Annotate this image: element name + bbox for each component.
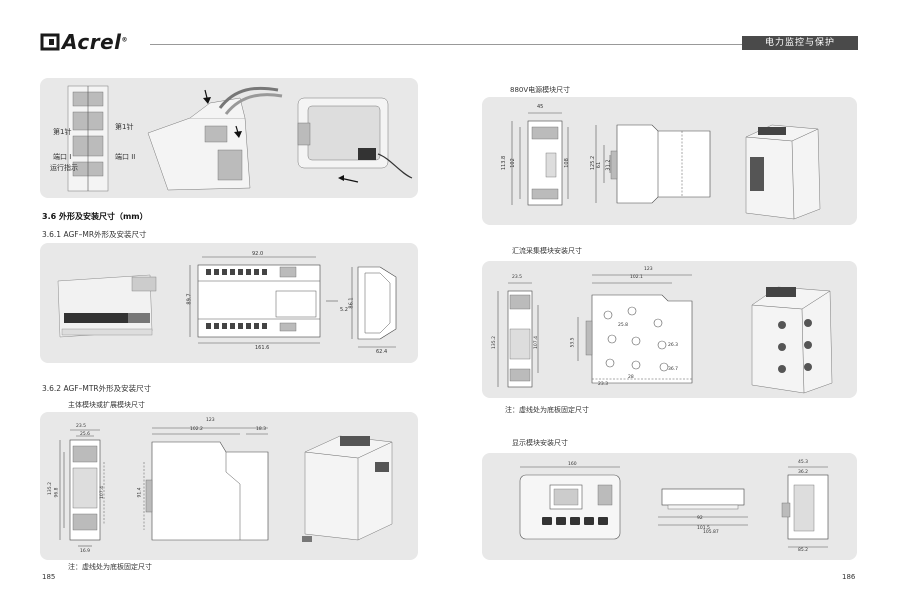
acq-dim-e: 36.7	[668, 367, 679, 372]
acq-dim-f: 26.3	[668, 343, 679, 348]
mtr-dim-right: 18.3	[256, 427, 267, 432]
page-number-right: 186	[842, 573, 856, 581]
mtr-dim-a: 23.5	[76, 424, 87, 429]
page-number-left: 185	[42, 573, 56, 581]
label-pin1-left: 第1针	[53, 128, 72, 136]
psu-dim-h3: 108	[563, 158, 570, 168]
acq-dim-bottom: 23.3	[598, 382, 609, 387]
acq-dim-a: 23.5	[512, 275, 523, 280]
display-dimensions-drawing	[519, 466, 829, 548]
acq-dim-v1: 53.5	[570, 337, 576, 348]
mr-dim-height: 89.7	[186, 293, 193, 305]
mr-dim-width: 161.6	[255, 345, 270, 351]
disp-dim-h1: 45.3	[798, 460, 809, 465]
psu-module-title: 880V电源模块尺寸	[510, 86, 571, 94]
disp-dim-h2: 36.2	[798, 470, 809, 475]
mr-dim-depth-w: 62.4	[376, 349, 388, 355]
acq-module-title: 汇流采集模块安装尺寸	[512, 247, 582, 255]
disp-dim-d3: 105.87	[703, 530, 719, 535]
disp-dim-w: 160	[568, 462, 577, 467]
brand-name: Acrel®	[62, 30, 129, 54]
psu-dim-top: 45	[537, 104, 544, 110]
mtr-dim-b: 25.6	[80, 432, 91, 437]
disp-dim-d1: 92	[697, 516, 703, 521]
psu-dimensions-drawing	[511, 112, 821, 220]
mtr-dim-h1: 135.2	[47, 482, 53, 495]
psu-dim-h5: 61	[596, 161, 603, 169]
label-pin1-right: 第1针	[115, 123, 134, 131]
psu-dim-h1: 113.8	[501, 155, 508, 171]
left-note: 注：虚线处为底板固定尺寸	[68, 563, 152, 571]
display-module-title: 显示模块安装尺寸	[512, 439, 568, 447]
mr-dim-depth-h: 86.1	[348, 297, 355, 309]
acq-dim-d: 28	[628, 375, 634, 380]
mtr-dim-top: 123	[206, 418, 215, 423]
mr-dimensions-drawing	[57, 256, 397, 348]
psu-dim-h2: 102	[509, 158, 516, 168]
label-run-indicator: 运行指示	[50, 164, 78, 172]
acq-dim-w2: 102.1	[630, 275, 643, 280]
mtr-dim-bottom: 16.9	[80, 549, 91, 554]
acq-dimensions-drawing	[497, 274, 833, 394]
section-3-6-2-title: 3.6.2 AGF–MTR外形及安装尺寸	[42, 384, 152, 393]
section-3-6-title: 3.6 外形及安装尺寸（mm）	[42, 212, 148, 221]
mtr-dim-h2: 96.8	[54, 487, 60, 498]
disp-dim-d2: 101.5	[697, 526, 710, 531]
section-banner: 电力监控与保护	[742, 36, 858, 50]
mtr-dimensions-drawing	[59, 427, 393, 547]
acq-note: 注：虚线处为底板固定尺寸	[505, 406, 589, 414]
label-port1: 端口 I	[53, 153, 72, 161]
mtr-dim-mid: 102.2	[190, 427, 203, 432]
acq-dim-h1: 135.2	[491, 336, 497, 349]
acq-dim-w1: 123	[644, 267, 653, 272]
wiring-figure	[67, 85, 413, 192]
main-module-caption: 主体模块或扩展模块尺寸	[68, 401, 145, 409]
acq-dim-h2: 107.4	[533, 336, 539, 349]
mr-dim-side: 5.2	[340, 307, 348, 313]
acq-dim-c: 25.8	[618, 323, 629, 328]
disp-dim-h3: 85.2	[798, 548, 809, 553]
label-port2: 端口 II	[115, 153, 136, 161]
mtr-dim-v: 91.4	[137, 487, 143, 498]
mr-dim-top: 92.0	[252, 251, 264, 257]
mtr-dim-h3: 107.4	[99, 486, 105, 499]
header-rule	[150, 44, 742, 45]
acrel-logo-icon	[40, 33, 60, 51]
section-3-6-1-title: 3.6.1 AGF–MR外形及安装尺寸	[42, 230, 147, 239]
psu-dim-h6: 31.2	[605, 159, 612, 171]
